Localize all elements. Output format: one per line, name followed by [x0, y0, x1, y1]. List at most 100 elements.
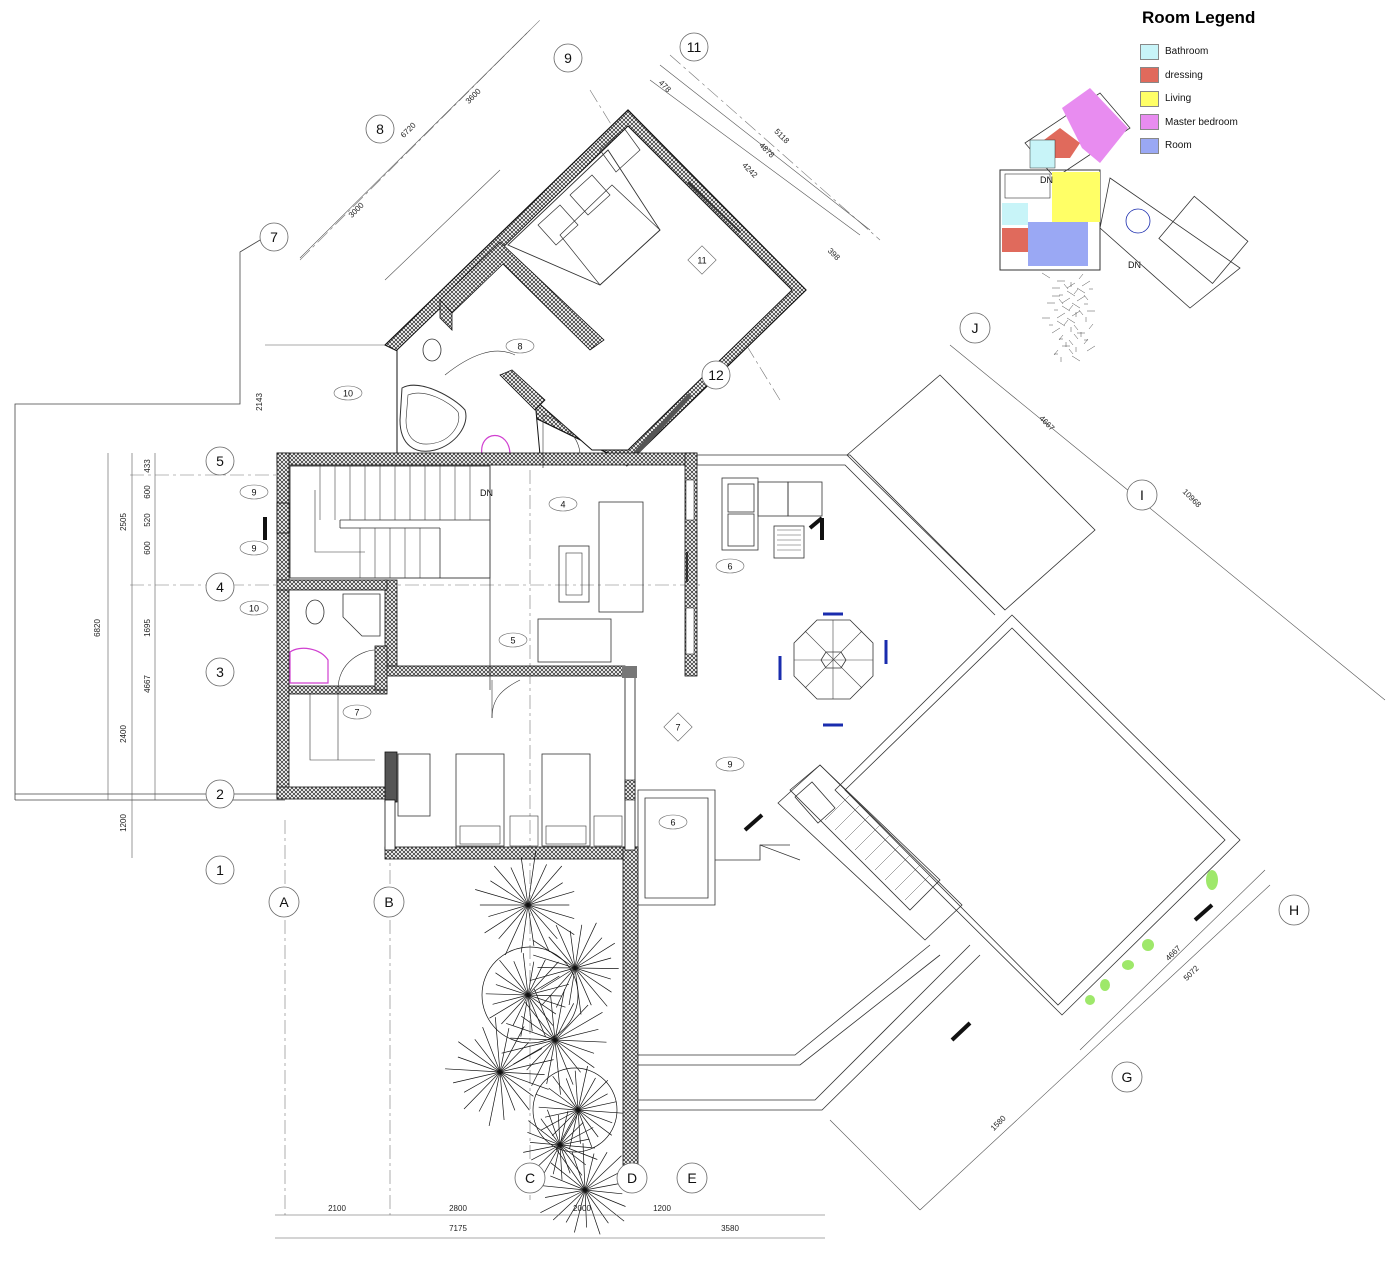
- svg-text:9: 9: [564, 50, 572, 66]
- grid-marker-B: B: [373, 886, 405, 918]
- legend-item: dressing: [1140, 64, 1340, 88]
- svg-text:9: 9: [727, 760, 732, 770]
- room-tag: 4: [548, 496, 578, 512]
- dimension-text: 600: [143, 541, 152, 555]
- tree-canopy: [481, 946, 579, 1044]
- grid-marker-C: C: [514, 1162, 546, 1194]
- legend-label: Room: [1165, 140, 1192, 152]
- dimension-text: 4242: [740, 161, 759, 180]
- svg-text:6: 6: [727, 562, 732, 572]
- room-tag: 7: [342, 704, 372, 720]
- tree-canopy: [532, 1067, 618, 1153]
- tree-icon: [538, 1143, 632, 1235]
- dimension-text: 1580: [989, 1113, 1008, 1132]
- dimension-text: 478: [657, 78, 673, 94]
- legend-swatch: [1140, 114, 1159, 131]
- dimension-text: 7175: [449, 1224, 467, 1233]
- svg-text:2: 2: [216, 786, 224, 802]
- legend-item: Bathroom: [1140, 40, 1340, 64]
- trees: [445, 850, 632, 1235]
- room-tag: 7: [663, 712, 693, 742]
- room-tag: 9: [715, 756, 745, 772]
- legend-label: dressing: [1165, 69, 1203, 81]
- legend-swatch: [1140, 90, 1159, 107]
- svg-text:G: G: [1122, 1069, 1133, 1085]
- legend-label: Living: [1165, 93, 1192, 105]
- svg-text:9: 9: [251, 488, 256, 498]
- grid-marker-A: A: [268, 886, 300, 918]
- dimension-text: 3600: [464, 86, 483, 105]
- svg-text:11: 11: [687, 39, 702, 55]
- dn-label: DN: [480, 488, 493, 498]
- legend-item: Room: [1140, 134, 1340, 158]
- svg-text:3: 3: [216, 664, 224, 680]
- grid-marker-12: 12: [701, 360, 731, 390]
- svg-text:B: B: [384, 894, 393, 910]
- svg-text:8: 8: [517, 342, 522, 352]
- room-tag: 10: [333, 385, 363, 401]
- room-tag: 6: [715, 558, 745, 574]
- dimension-text: 2505: [119, 513, 128, 531]
- svg-text:4: 4: [216, 579, 224, 595]
- site-lines: [14, 239, 285, 801]
- svg-text:1: 1: [216, 862, 224, 878]
- dimension-text: 1695: [143, 619, 152, 637]
- legend-label: Bathroom: [1165, 46, 1209, 58]
- dimension-text: 6820: [93, 619, 102, 637]
- grid-marker-D: D: [616, 1162, 648, 1194]
- dimension-text: 6720: [399, 120, 418, 139]
- dimension-text: 2100: [328, 1204, 346, 1213]
- dimension-text: 3580: [721, 1224, 739, 1233]
- svg-text:6: 6: [670, 818, 675, 828]
- dimension-text: 520: [143, 513, 152, 527]
- dimension-text: 2000: [573, 1204, 591, 1213]
- svg-text:I: I: [1140, 487, 1144, 503]
- svg-text:9: 9: [251, 544, 256, 554]
- dimension-text: 2143: [255, 393, 264, 411]
- room-tag: 5: [498, 632, 528, 648]
- svg-text:11: 11: [697, 256, 706, 266]
- tree-icon: [445, 1017, 554, 1126]
- svg-text:10: 10: [343, 389, 353, 399]
- svg-text:DN: DN: [1128, 260, 1141, 270]
- dimension-text: 10968: [1181, 487, 1203, 509]
- dimension-text: 4667: [143, 675, 152, 693]
- grid-marker-1: 1: [205, 855, 235, 885]
- svg-text:E: E: [687, 1170, 696, 1186]
- master-bedroom-wing: [383, 109, 807, 467]
- legend-swatch: [1140, 137, 1159, 154]
- svg-text:5: 5: [216, 453, 224, 469]
- legend-swatch: [1140, 43, 1159, 60]
- dimension-text: 2800: [449, 1204, 467, 1213]
- svg-text:4: 4: [560, 500, 565, 510]
- dimension-text: 600: [143, 485, 152, 499]
- tree-icon: [535, 1065, 623, 1150]
- room-tag: 6: [658, 814, 688, 830]
- svg-text:8: 8: [376, 121, 384, 137]
- grid-marker-4: 4: [205, 572, 235, 602]
- main-house: [276, 452, 698, 1178]
- legend-label: Master bedroom: [1165, 116, 1238, 128]
- svg-text:7: 7: [270, 229, 278, 245]
- svg-text:7: 7: [675, 723, 680, 733]
- svg-text:C: C: [525, 1170, 535, 1186]
- grid-marker-H: H: [1278, 894, 1310, 926]
- svg-text:A: A: [279, 894, 289, 910]
- section-marks: [263, 516, 1214, 1042]
- grid-marker-9: 9: [553, 43, 583, 73]
- dimension-text: 433: [143, 459, 152, 473]
- grid-marker-2: 2: [205, 779, 235, 809]
- svg-text:5: 5: [510, 636, 515, 646]
- dimension-text: 398: [826, 246, 842, 262]
- tree-icon: [501, 988, 607, 1095]
- terrace: [637, 374, 1241, 1111]
- dimension-text: 5118: [773, 127, 792, 146]
- shrubs: [1085, 870, 1218, 1005]
- dimension-text: 3000: [347, 200, 366, 219]
- grid-marker-G: G: [1111, 1061, 1143, 1093]
- dimension-lines: [107, 29, 1386, 1239]
